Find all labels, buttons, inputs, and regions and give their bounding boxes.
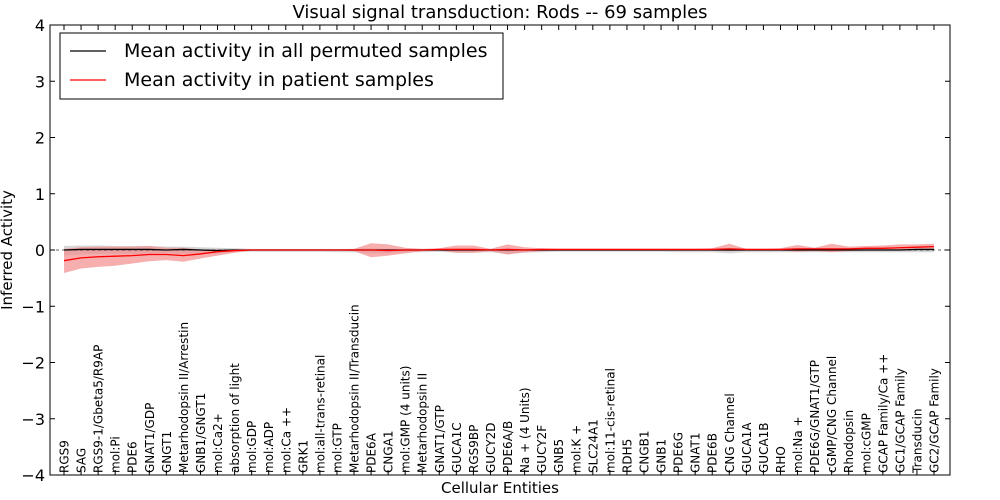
y-tick-label: −2 (21, 354, 45, 373)
x-tick-label: Rhodopsin (842, 410, 856, 473)
y-tick-label: −4 (21, 466, 45, 485)
x-tick-label: mol:K + (569, 425, 583, 473)
x-tick-label: CNGB1 (638, 430, 652, 473)
x-tick-label: mol:cGMP (859, 413, 873, 473)
y-tick-label: −3 (21, 410, 45, 429)
x-tick-label: CNGA1 (382, 431, 396, 474)
y-tick-label: 2 (35, 129, 45, 148)
x-tick-label: mol:Na + (791, 416, 805, 473)
y-tick-label: −1 (21, 297, 45, 316)
x-tick-label: GNGT1 (160, 431, 174, 473)
legend-label-1: Mean activity in all permuted samples (124, 40, 487, 62)
legend: Mean activity in all permuted samplesMea… (59, 32, 504, 100)
confidence-bands (64, 243, 934, 274)
x-tick-label: GNB5 (552, 439, 566, 473)
x-tick-label: mol:all-trans-retinal (313, 355, 327, 473)
x-tick-label: mol:Ca ++ (279, 407, 293, 473)
chart-title: Visual signal transduction: Rods -- 69 s… (292, 2, 707, 23)
x-tick-label: GUCA1B (757, 422, 771, 473)
x-tick-label: RGS9 (58, 440, 72, 473)
x-tick-label: absorption of light (228, 363, 242, 473)
x-tick-label: Transducin (910, 409, 924, 474)
x-tick-label: GNAT1 (689, 432, 703, 473)
x-tick-label: SLC24A1 (586, 419, 600, 473)
x-tick-label: mol:11-cis-retinal (603, 368, 617, 473)
x-tick-label: GNAT1/GTP (433, 405, 447, 473)
line-series-2 (63, 245, 935, 262)
x-tick-label: GNB1/GNGT1 (194, 393, 208, 473)
x-tick-label: PDE6 (126, 441, 140, 473)
x-tick-label: GUCA1A (740, 422, 754, 473)
x-tick-label: mol:GTP (330, 423, 344, 473)
x-tick-label: mol:ADP (262, 422, 276, 473)
legend-box (59, 32, 504, 100)
y-axis: −4 −3 −2 −1 0 1 2 3 4 (21, 16, 950, 485)
x-tick-label: cGMP/CNG Channel (825, 356, 839, 473)
x-tick-label: SAG (75, 448, 89, 473)
x-tick-label: GNAT1/GDP (143, 403, 157, 473)
x-tick-label: Metarhodopsin II/Transducin (348, 304, 362, 473)
y-tick-label: 3 (35, 72, 45, 91)
x-tick-label: CNG Channel (723, 393, 737, 473)
x-tick-label: mol:Pi (109, 436, 123, 473)
x-tick-label: RGS9BP (467, 425, 481, 473)
x-tick-label: GNB1 (655, 439, 669, 473)
x-tick-label: PDE6G/GNAT1/GTP (808, 360, 822, 473)
legend-label-2: Mean activity in patient samples (124, 69, 434, 91)
x-tick-label: GUCY2F (535, 425, 549, 473)
x-tick-label: GCAP Family/Ca ++ (876, 354, 890, 473)
y-tick-label: 1 (35, 185, 45, 204)
series-lines (63, 245, 935, 262)
x-tick-label: GUCY2D (484, 423, 498, 473)
x-tick-label: PDE6A/B (501, 421, 515, 473)
x-tick-label: RHO (774, 446, 788, 473)
x-tick-label: mol:Ca2+ (211, 413, 225, 473)
x-tick-label: PDE6G (672, 432, 686, 473)
x-tick-label: mol:GMP (4 units) (399, 366, 413, 473)
y-axis-title: Inferred Activity (0, 190, 16, 310)
x-tick-label: GUCA1C (450, 422, 464, 473)
y-tick-label: 4 (35, 16, 45, 35)
x-tick-label: mol:GDP (245, 421, 259, 473)
x-axis-title: Cellular Entities (441, 479, 559, 497)
x-tick-label: GC1/GCAP Family (893, 368, 907, 473)
x-tick-label: Na + (4 Units) (518, 387, 532, 473)
x-tick-label: Metarhodopsin II/Arrestin (177, 322, 191, 473)
y-tick-label: 0 (35, 241, 45, 260)
x-tick-label: PDE6A (365, 432, 379, 473)
x-tick-label: RGS9-1/Gbeta5/R9AP (92, 345, 106, 473)
x-tick-label: GRK1 (296, 440, 310, 473)
x-tick-label: GC2/GCAP Family (928, 368, 942, 473)
x-tick-label: Metarhodopsin II (416, 373, 430, 473)
x-tick-label: RDH5 (620, 439, 634, 473)
x-tick-label: PDE6B (706, 433, 720, 473)
